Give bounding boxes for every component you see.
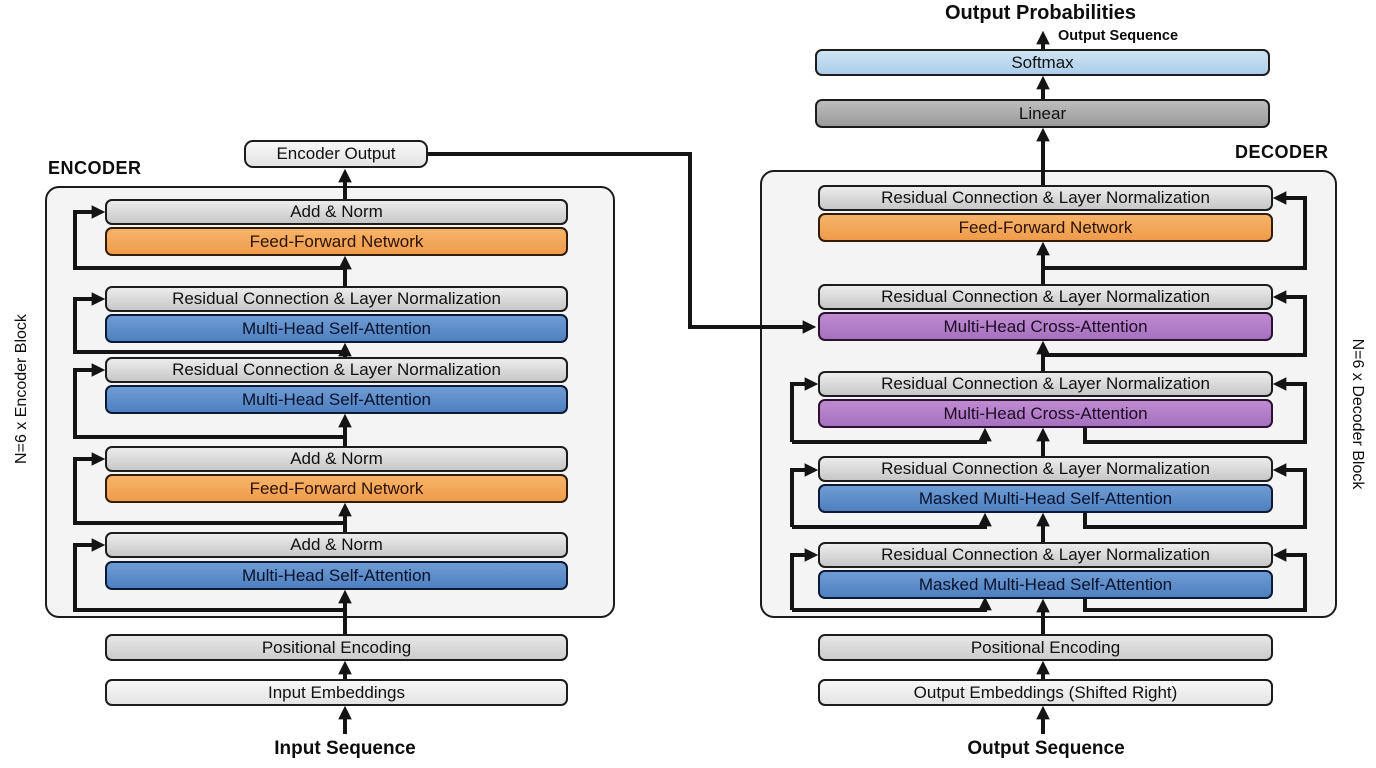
decoder-residual-2: Residual Connection & Layer Normalizatio…: [818, 284, 1273, 310]
decoder-masked-attention-5: Masked Multi-Head Self-Attention: [818, 570, 1273, 599]
decoder-residual-3: Residual Connection & Layer Normalizatio…: [818, 371, 1273, 397]
decoder-cross-attention-2: Multi-Head Cross-Attention: [818, 312, 1273, 341]
encoder-addnorm-4: Add & Norm: [105, 446, 568, 472]
encoder-heading: ENCODER: [48, 158, 142, 178]
encoder-output-box: Encoder Output: [244, 140, 428, 168]
encoder-ffn-1: Feed-Forward Network: [105, 227, 568, 256]
output-embeddings-box: Output Embeddings (Shifted Right): [818, 679, 1273, 706]
decoder-side-label: N=6 x Decoder Block: [1349, 338, 1366, 490]
input-sequence-label: Input Sequence: [274, 738, 416, 759]
encoder-addnorm-1: Add & Norm: [105, 199, 568, 225]
decoder-heading: DECODER: [1235, 142, 1329, 162]
decoder-residual-5: Residual Connection & Layer Normalizatio…: [818, 542, 1273, 568]
encoder-positional-encoding: Positional Encoding: [105, 634, 568, 661]
decoder-cross-attention-3: Multi-Head Cross-Attention: [818, 399, 1273, 428]
encoder-side-label: N=6 x Encoder Block: [13, 314, 30, 464]
encoder-residual-2: Residual Connection & Layer Normalizatio…: [105, 286, 568, 312]
decoder-ffn-1: Feed-Forward Network: [818, 213, 1273, 242]
decoder-residual-1: Residual Connection & Layer Normalizatio…: [818, 185, 1273, 211]
output-probabilities-label: Output Probabilities: [944, 2, 1137, 24]
encoder-self-attention-5: Multi-Head Self-Attention: [105, 561, 568, 590]
decoder-positional-encoding: Positional Encoding: [818, 634, 1273, 661]
encoder-residual-3: Residual Connection & Layer Normalizatio…: [105, 357, 568, 383]
input-embeddings-box: Input Embeddings: [105, 679, 568, 706]
output-sequence-arrow-label: Output Sequence: [1058, 28, 1179, 44]
encoder-self-attention-2: Multi-Head Self-Attention: [105, 314, 568, 343]
decoder-masked-attention-4: Masked Multi-Head Self-Attention: [818, 484, 1273, 513]
output-sequence-label: Output Sequence: [967, 738, 1125, 759]
softmax-box: Softmax: [815, 49, 1270, 76]
decoder-residual-4: Residual Connection & Layer Normalizatio…: [818, 456, 1273, 482]
encoder-ffn-4: Feed-Forward Network: [105, 474, 568, 503]
linear-box: Linear: [815, 99, 1270, 128]
encoder-addnorm-5: Add & Norm: [105, 532, 568, 558]
encoder-self-attention-3: Multi-Head Self-Attention: [105, 385, 568, 414]
